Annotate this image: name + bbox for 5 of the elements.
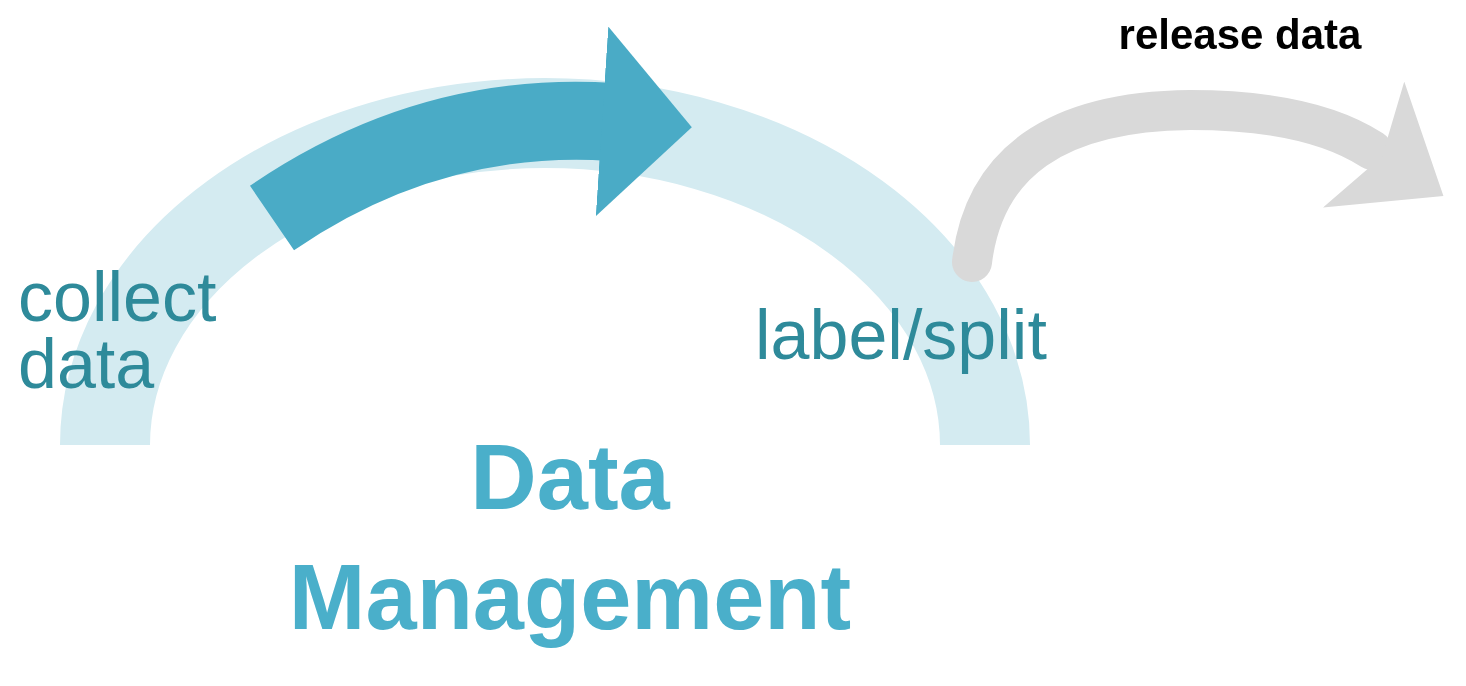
step-label: collect data (18, 264, 218, 397)
curved-arrow (952, 80, 1446, 282)
title: Data Management (287, 425, 853, 650)
edge-label: release data (1117, 14, 1363, 56)
curved-arrow (250, 26, 692, 251)
